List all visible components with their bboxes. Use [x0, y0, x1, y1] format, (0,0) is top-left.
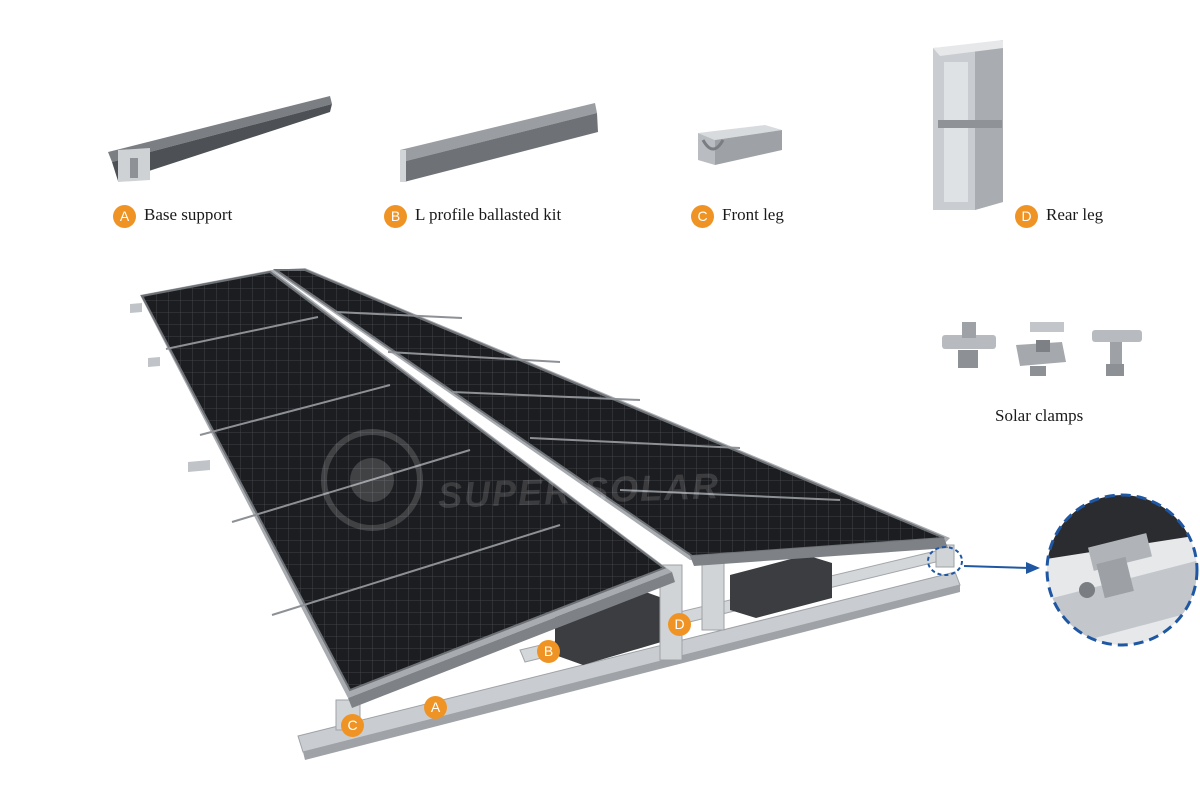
solar-clamps-image	[942, 322, 1142, 376]
label-base-support: Base support	[144, 205, 233, 224]
l-profile-image	[400, 103, 598, 182]
badge-d: D	[1015, 205, 1038, 228]
detail-callout	[927, 493, 1199, 647]
panel-array-rear	[272, 268, 950, 566]
callout-badge-b: B	[537, 640, 560, 663]
label-l-profile: L profile ballasted kit	[415, 205, 562, 224]
badge-c: C	[691, 205, 714, 228]
watermark-logo	[321, 429, 423, 531]
base-support-image	[108, 96, 332, 182]
badge-a: A	[113, 205, 136, 228]
front-leg-image	[698, 125, 782, 165]
label-rear-leg: Rear leg	[1046, 205, 1104, 224]
ballast-blocks	[555, 555, 832, 665]
callout-badge-a: A	[424, 696, 447, 719]
callout-badge-c: C	[341, 714, 364, 737]
label-front-leg: Front leg	[722, 205, 784, 224]
label-solar-clamps: Solar clamps	[995, 406, 1084, 425]
rear-leg-image	[933, 40, 1003, 210]
badge-b: B	[384, 205, 407, 228]
panel-array-front	[140, 270, 675, 708]
callout-badge-d: D	[668, 613, 691, 636]
